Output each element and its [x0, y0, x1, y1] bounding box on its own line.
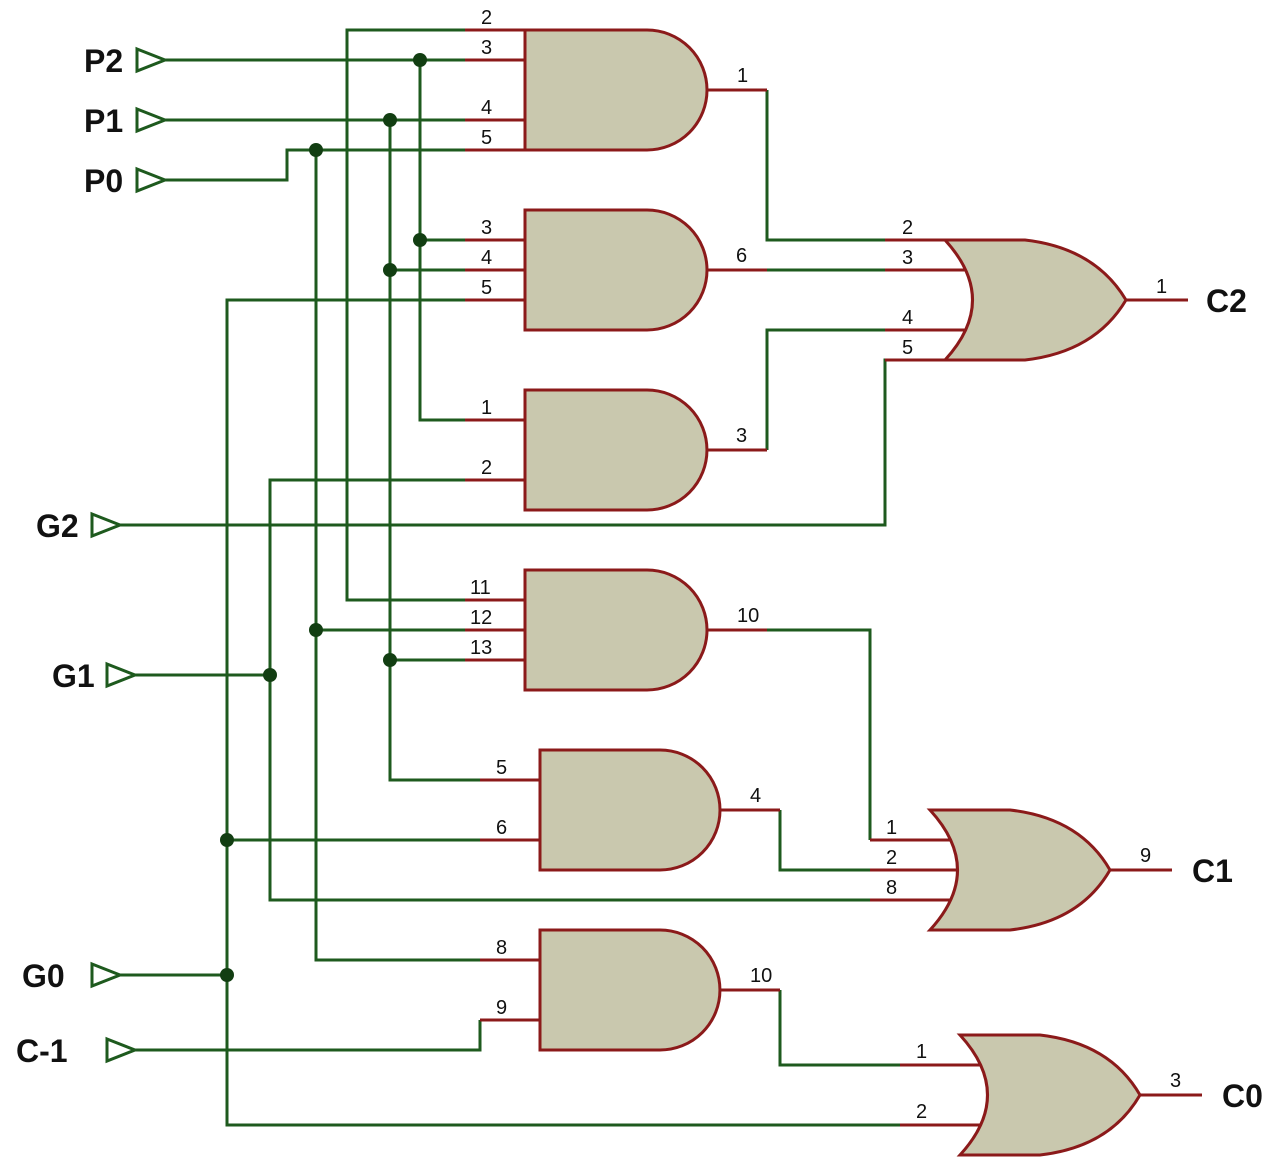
and-gate-6	[538, 928, 722, 1052]
input-port-g0-icon	[90, 961, 125, 989]
pin-number: 1	[886, 817, 897, 839]
signal-labels: P2 P1 P0 G2 G1 G0 C-1 C2 C1 C0	[16, 43, 1263, 1114]
wire-and1-out	[765, 90, 885, 242]
and-gate-3	[523, 388, 709, 512]
wire-bus-x316	[314, 150, 480, 962]
pin-number: 5	[902, 337, 913, 359]
wire-bus-x227	[225, 298, 900, 1127]
junctions	[220, 53, 427, 982]
label-p1: P1	[84, 103, 123, 139]
wire-and4-out	[767, 628, 872, 840]
input-port-p1-icon	[135, 106, 170, 134]
label-g0: G0	[22, 958, 65, 994]
label-g2: G2	[36, 508, 79, 544]
label-g1: G1	[52, 658, 95, 694]
input-port-g1-icon	[105, 661, 140, 689]
pin-number: 1	[916, 1041, 927, 1063]
or-gate-c0	[956, 1033, 1142, 1157]
pin-number: 1	[737, 65, 748, 87]
wire-bus-x390	[388, 120, 480, 782]
pin-number: 1	[1156, 276, 1167, 298]
input-port-p0-icon	[135, 166, 170, 194]
label-cm1: C-1	[16, 1033, 68, 1069]
wires	[120, 28, 900, 1127]
gates	[523, 28, 1142, 1157]
wire-bus-x347	[345, 28, 465, 602]
junction-dot	[220, 833, 234, 847]
wire-bus-x270	[268, 478, 870, 902]
input-port-g2-icon	[90, 511, 125, 539]
or-gate-c2	[941, 238, 1128, 362]
junction-dot	[413, 53, 427, 67]
wire-bus-x420	[418, 60, 465, 422]
label-c0: C0	[1222, 1078, 1263, 1114]
pin-number: 3	[1170, 1070, 1181, 1092]
pin-number: 4	[481, 247, 492, 269]
or-gate-c1	[926, 808, 1112, 932]
pin-number: 6	[736, 245, 747, 267]
pin-number: 8	[886, 877, 897, 899]
and-gate-5	[538, 748, 722, 872]
pin-number: 5	[481, 127, 492, 149]
wire-g2	[120, 358, 888, 527]
junction-dot	[383, 113, 397, 127]
pin-number: 2	[481, 7, 492, 29]
pin-number: 3	[481, 37, 492, 59]
pin-number: 5	[496, 757, 507, 779]
wire-and6-out	[778, 990, 900, 1067]
junction-dot	[383, 263, 397, 277]
input-ports	[90, 46, 170, 1064]
pin-number: 10	[750, 965, 772, 987]
and-gate-4	[523, 568, 709, 692]
wire-and3-out	[765, 328, 885, 450]
junction-dot	[263, 668, 277, 682]
pin-number: 4	[902, 307, 913, 329]
pin-number: 4	[750, 785, 761, 807]
junction-dot	[383, 653, 397, 667]
pin-number: 9	[1140, 845, 1151, 867]
label-p0: P0	[84, 163, 123, 199]
pin-number: 12	[470, 607, 492, 629]
label-p2: P2	[84, 43, 123, 79]
pin-number: 2	[886, 847, 897, 869]
junction-dot	[309, 143, 323, 157]
pin-number: 2	[916, 1101, 927, 1123]
pin-number: 3	[481, 217, 492, 239]
input-port-p2-icon	[135, 46, 170, 74]
pin-number: 2	[902, 217, 913, 239]
pin-numbers: 2 3 4 5 1 3 4 5 6 1 2 3 11 12 13 10 5 6 …	[470, 7, 1181, 1123]
label-c1: C1	[1192, 853, 1233, 889]
pin-number: 9	[496, 997, 507, 1019]
pin-number: 10	[737, 605, 759, 627]
pin-number: 4	[481, 97, 492, 119]
junction-dot	[309, 623, 323, 637]
pin-number: 8	[496, 937, 507, 959]
pin-number: 13	[470, 637, 492, 659]
wire-and5-out	[778, 810, 870, 872]
pin-number: 3	[902, 247, 913, 269]
pin-number: 1	[481, 397, 492, 419]
junction-dot	[220, 968, 234, 982]
label-c2: C2	[1206, 283, 1247, 319]
wire-cm1	[135, 1020, 482, 1052]
pin-number: 6	[496, 817, 507, 839]
pin-number: 2	[481, 457, 492, 479]
wire-p0	[165, 148, 465, 182]
and-gate-1	[523, 28, 709, 152]
junction-dot	[413, 233, 427, 247]
and-gate-2	[523, 208, 709, 332]
pin-number: 11	[470, 577, 491, 599]
input-port-cm1-icon	[105, 1036, 140, 1064]
pin-number: 3	[736, 425, 747, 447]
pin-number: 5	[481, 277, 492, 299]
